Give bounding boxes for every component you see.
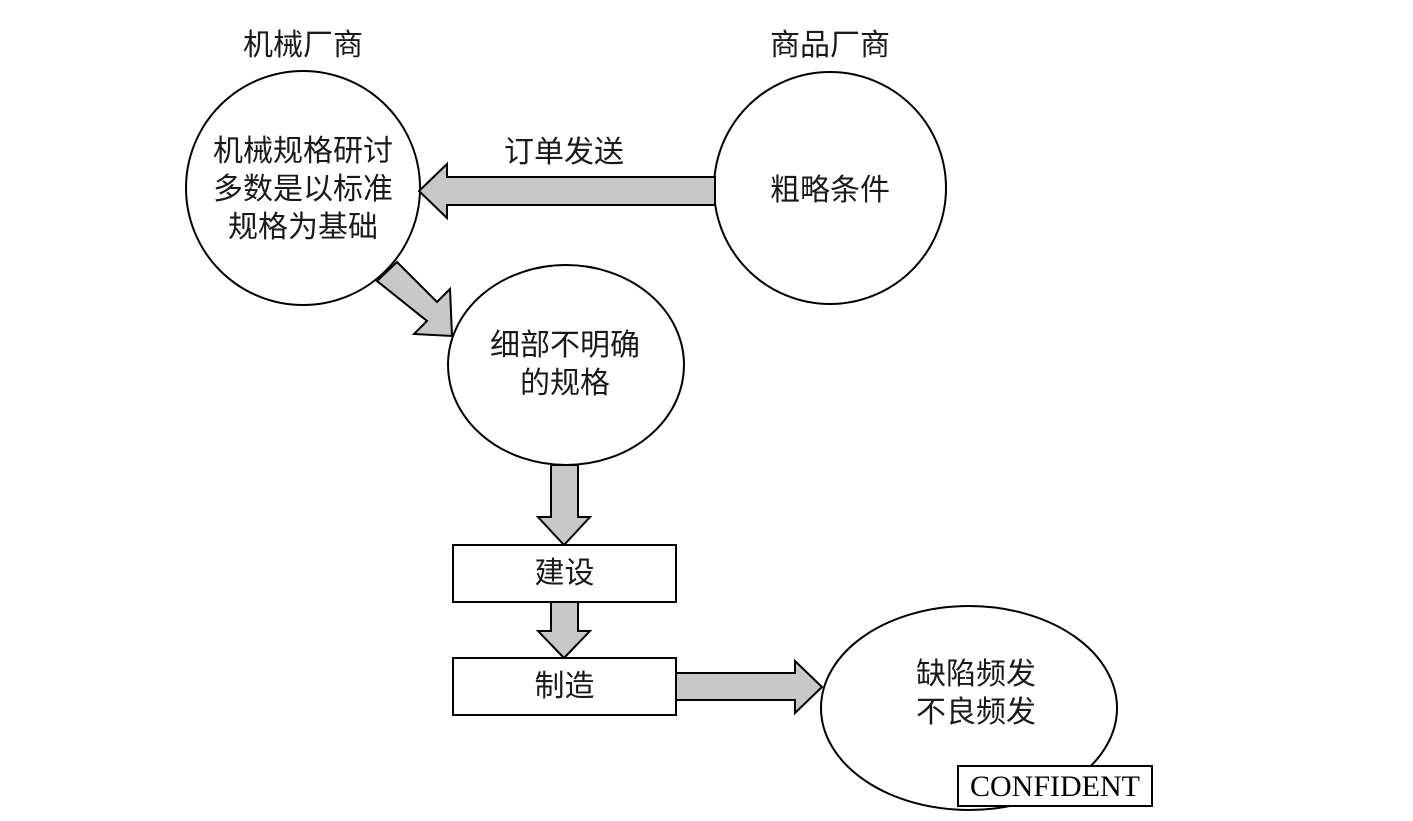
order-send-label: 订单发送 bbox=[504, 135, 624, 170]
manufacturing-text: 制造 bbox=[534, 669, 595, 704]
manufacturing-to-defects-arrow bbox=[675, 658, 824, 716]
unclear-to-construction-arrow bbox=[535, 464, 593, 547]
construction-text: 建设 bbox=[534, 556, 595, 591]
defects-node bbox=[820, 605, 1118, 811]
machine-spec-node bbox=[185, 70, 421, 306]
manufacturing-box bbox=[452, 657, 677, 716]
rough-conditions-text: 粗略条件 bbox=[770, 173, 890, 208]
order-send-arrow bbox=[417, 161, 716, 221]
construction-box bbox=[452, 544, 677, 603]
confident-stamp: CONFIDENT bbox=[957, 765, 1153, 807]
machine-vendor-label: 机械厂商 bbox=[243, 28, 363, 63]
spec-to-unclear-arrow bbox=[375, 260, 454, 338]
defects-text: 缺陷频发 不良频发 bbox=[916, 657, 1036, 730]
machine-spec-text: 机械规格研讨 多数是以标准 规格为基础 bbox=[213, 134, 393, 245]
unclear-spec-text: 细部不明确 的规格 bbox=[490, 328, 640, 401]
goods-vendor-label: 商品厂商 bbox=[770, 28, 890, 63]
construction-to-manufacturing-arrow bbox=[535, 601, 593, 660]
